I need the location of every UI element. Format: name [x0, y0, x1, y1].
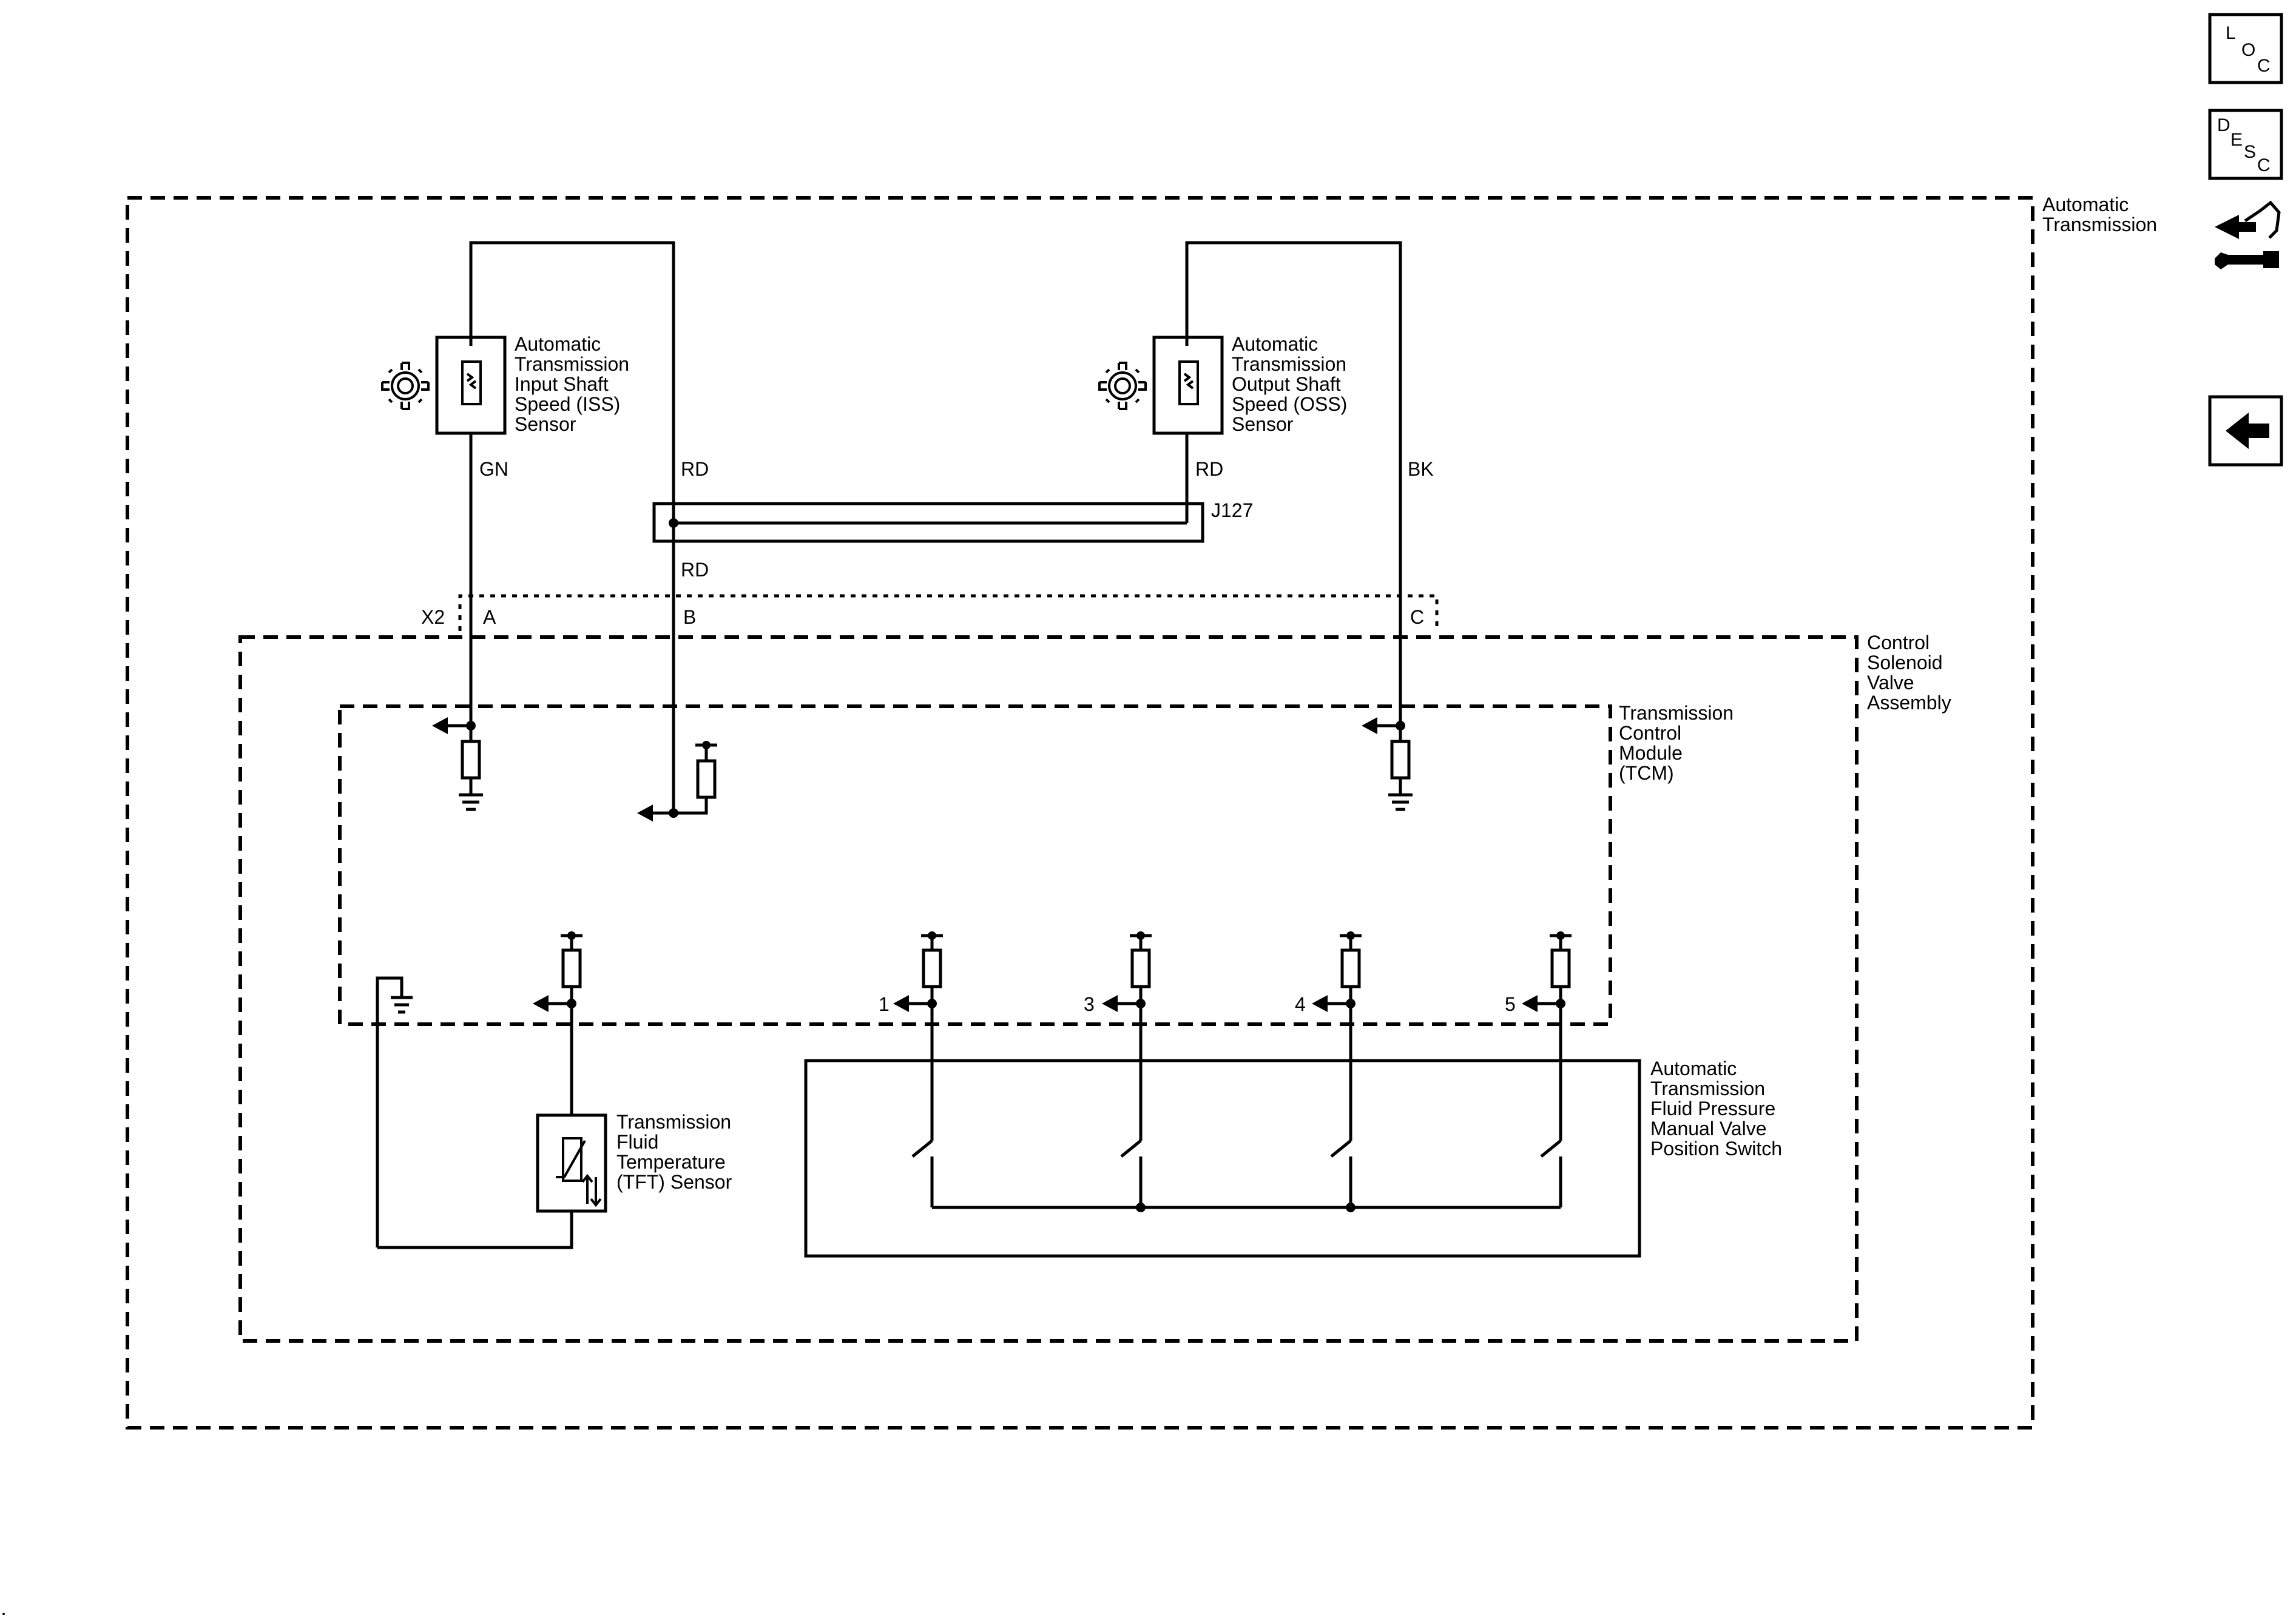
pressure-switch-label: Automatic Transmission Fluid Pressure Ma…: [1650, 1058, 1782, 1160]
tcm-ground: [376, 976, 413, 1247]
oss-sensor-label: Automatic Transmission Output Shaft Spee…: [1232, 333, 1352, 435]
switch-input-1: [893, 931, 943, 1141]
switch-circuit-3-label: 3: [1084, 993, 1095, 1015]
control-solenoid-label: Control Solenoid Valve Assembly: [1867, 632, 1951, 714]
desc-letter-e: E: [2230, 130, 2243, 150]
oss-gear-icon: [1098, 362, 1147, 410]
wire-color-oss-supply: RD: [1195, 458, 1223, 480]
connector-repair-icon[interactable]: [2215, 200, 2281, 269]
loc-letter-c: C: [2257, 56, 2271, 76]
switch-circuit-5-label: 5: [1505, 993, 1516, 1015]
splice-j127-label: J127: [1211, 499, 1253, 521]
wire-color-oss-signal: BK: [1408, 458, 1434, 480]
splice-j127: [652, 502, 1204, 543]
tcm-iss-input: [432, 717, 483, 811]
connector-pin-b: B: [683, 606, 696, 628]
desc-letter-d: D: [2217, 115, 2230, 135]
switch-input-3: [1102, 931, 1152, 1141]
corner-mark: [2, 1613, 5, 1615]
control-solenoid-boundary: [238, 635, 1859, 1343]
oss-sensor: [1152, 241, 1402, 726]
wire-color-iss-signal: GN: [479, 458, 508, 480]
automatic-transmission-label: Automatic Transmission: [2042, 194, 2157, 235]
iss-sensor-label: Automatic Transmission Input Shaft Speed…: [515, 333, 635, 435]
back-button[interactable]: [2208, 395, 2283, 467]
desc-letter-c: C: [2257, 155, 2271, 175]
tcm-tft-input: [533, 931, 582, 1115]
connector-x2-outline: [458, 594, 1439, 631]
iss-gear-icon: [381, 362, 430, 410]
tft-sensor-label: Transmission Fluid Temperature (TFT) Sen…: [616, 1111, 737, 1193]
loc-letter-o: O: [2241, 40, 2255, 60]
switch-input-5: [1522, 931, 1572, 1141]
connector-pin-a: A: [483, 606, 496, 628]
wire-color-splice-out: RD: [681, 559, 709, 581]
desc-letter-s: S: [2244, 142, 2256, 162]
back-arrow-icon: [2226, 413, 2269, 449]
tcm-oss-input: [1362, 717, 1413, 811]
switch-input-4: [1312, 931, 1362, 1141]
wire-color-iss-supply: RD: [681, 458, 709, 480]
tcm-supply-input: [637, 741, 717, 822]
switch-circuit-4-label: 4: [1295, 993, 1306, 1015]
pressure-switch-assembly: [804, 1059, 1641, 1258]
desc-button[interactable]: D E S C: [2208, 109, 2283, 180]
loc-letter-l: L: [2226, 23, 2236, 43]
automatic-transmission-boundary: [126, 196, 2034, 1430]
tcm-boundary: [338, 704, 1612, 1026]
tft-sensor: [377, 1113, 607, 1249]
loc-button[interactable]: L O C: [2208, 13, 2283, 84]
connector-x2-label: X2: [421, 606, 445, 628]
connector-pin-c: C: [1410, 606, 1424, 628]
tcm-label: Transmission Control Module (TCM): [1619, 702, 1739, 784]
switch-circuit-1-label: 1: [879, 993, 890, 1015]
